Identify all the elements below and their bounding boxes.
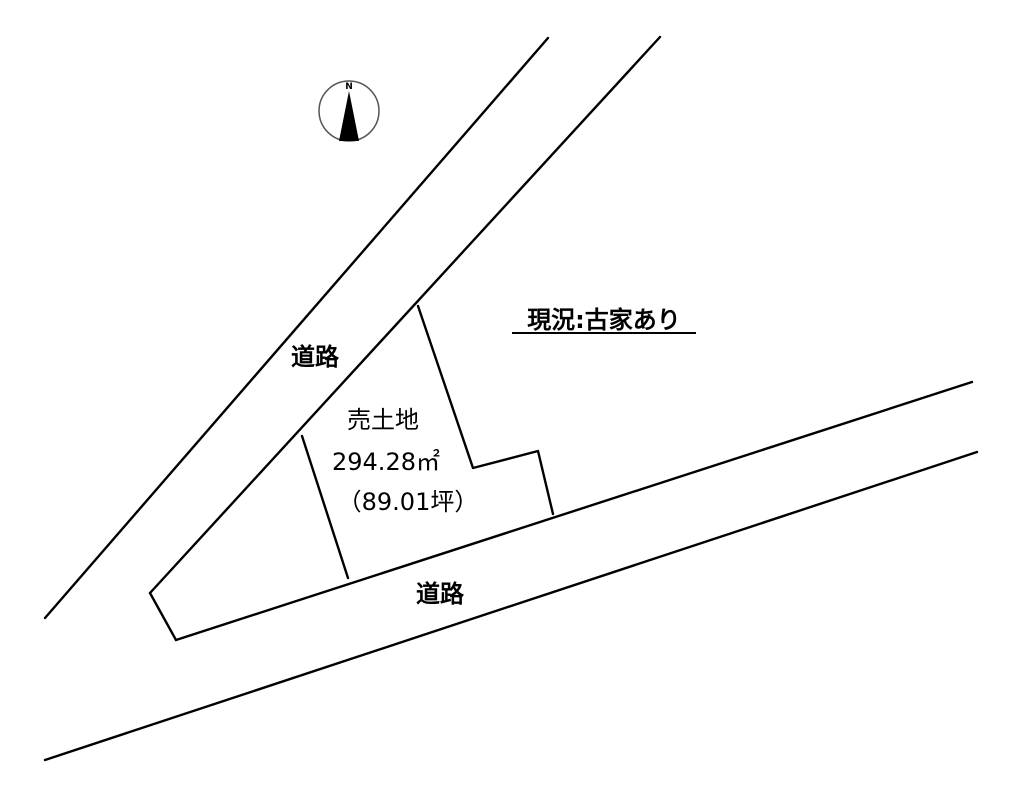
lot-area-sqm: 294.28㎡ — [332, 448, 440, 476]
parcel-boundaries — [148, 304, 555, 642]
compass-north-label: N — [345, 82, 353, 92]
north-compass: N — [318, 80, 380, 142]
road-northwest-label: 道路 — [291, 343, 340, 371]
road-south-label: 道路 — [416, 580, 465, 608]
lot-west-boundary — [300, 434, 350, 580]
lot-title: 売土地 — [347, 406, 419, 434]
north-arrow-icon — [339, 91, 359, 141]
lot-labels: 売土地 294.28㎡ （89.01坪） — [332, 406, 478, 516]
road-south-lower-edge — [43, 450, 979, 762]
road-south: 道路 — [43, 380, 979, 762]
west-parcel-boundary — [148, 591, 178, 642]
lot-east-boundary — [416, 304, 555, 516]
current-status-label: 現況:古家あり — [527, 306, 681, 334]
road-south-upper-edge — [174, 380, 974, 642]
status-note: 現況:古家あり — [512, 306, 696, 334]
road-northwest: 道路 — [43, 35, 662, 620]
road-northwest-inner-edge — [148, 35, 662, 595]
lot-area-tsubo: （89.01坪） — [338, 488, 479, 516]
road-northwest-outer-edge — [43, 36, 550, 620]
